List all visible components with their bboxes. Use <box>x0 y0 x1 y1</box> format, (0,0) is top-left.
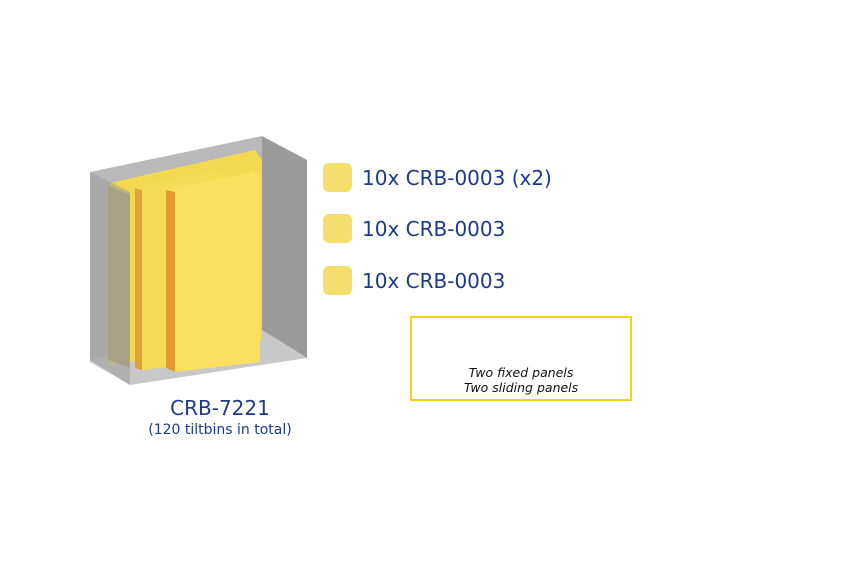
legend-label: 10x CRB-0003 <box>362 216 506 241</box>
panel-color-swatch <box>323 266 352 295</box>
note-line-2: Two sliding panels <box>463 380 579 395</box>
sliding-panel-1-side <box>135 188 142 370</box>
sliding-panel-2 <box>166 172 260 372</box>
cabinet-right-wall <box>262 136 307 358</box>
product-model: CRB-7221 <box>170 396 270 420</box>
legend-label: 10x CRB-0003 <box>362 268 506 293</box>
legend-item: 10x CRB-0003 (x2) <box>323 163 552 192</box>
legend-label: 10x CRB-0003 (x2) <box>362 165 552 190</box>
legend-item: 10x CRB-0003 <box>323 266 505 295</box>
legend-item: 10x CRB-0003 <box>323 214 505 243</box>
sliding-panel-2-side <box>166 190 175 372</box>
cabinet-front-frame <box>90 172 130 385</box>
panel-color-swatch <box>323 163 352 192</box>
panel-color-swatch <box>323 214 352 243</box>
product-subtitle: (120 tiltbins in total) <box>148 422 292 438</box>
panel-note-box: Two fixed panels Two sliding panels <box>410 316 632 401</box>
note-line-1: Two fixed panels <box>468 365 574 380</box>
